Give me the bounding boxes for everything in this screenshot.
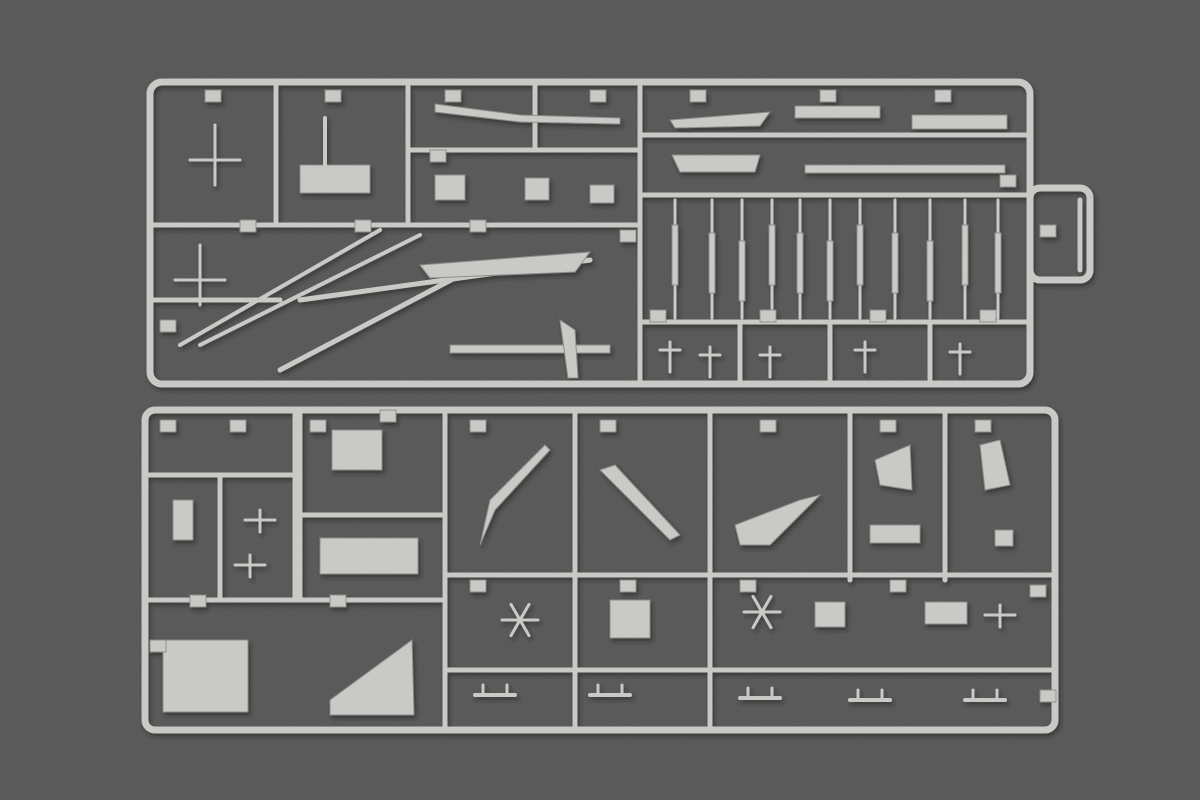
model-part [869, 524, 921, 544]
sprue-tab [444, 89, 462, 103]
sprue-tab [159, 419, 177, 433]
model-part [434, 174, 466, 201]
sprue-tab [149, 639, 167, 653]
ramp-part [329, 639, 415, 716]
sprue-tab [229, 419, 247, 433]
sprue-tab [329, 594, 347, 608]
hull-part [669, 111, 772, 129]
sprue-tab [619, 229, 637, 243]
sprue-tab [324, 89, 342, 103]
sprue-tab [159, 319, 177, 333]
gear-part [609, 599, 651, 639]
rod-part [768, 224, 776, 286]
rod-part [961, 224, 969, 286]
sprue-runner [509, 602, 522, 622]
rod-part [994, 232, 1002, 294]
model-part [911, 114, 1008, 130]
sprue-tab [1039, 224, 1057, 238]
sprue-tab [589, 89, 607, 103]
sprue-tab [979, 309, 997, 323]
rod-part [826, 240, 834, 302]
sprue-tab [354, 219, 372, 233]
sprue-runner [198, 233, 422, 347]
sprue-tab [649, 309, 667, 323]
hull-part [319, 537, 419, 575]
strut-part [559, 318, 579, 379]
sprue-tab [239, 219, 257, 233]
sprue-tab [1029, 584, 1047, 598]
sprue-runner [178, 228, 382, 347]
model-part [449, 344, 611, 354]
sprue-tab [599, 419, 617, 433]
sprue-frame [141, 406, 1059, 734]
sprue-tab [469, 419, 487, 433]
rod-part [738, 240, 746, 302]
sprue-tab [889, 579, 907, 593]
sprue-tab [879, 419, 897, 433]
sprue-tab [619, 579, 637, 593]
sprue-tab [869, 309, 887, 323]
sprue-tab [689, 89, 707, 103]
sprue-tab [469, 219, 487, 233]
mast-part [434, 103, 621, 125]
model-part [994, 529, 1014, 547]
sprue-runner [518, 602, 531, 622]
model-part [924, 601, 968, 625]
lower-sprue [141, 406, 1059, 734]
turret-part [299, 164, 371, 194]
model-part [172, 499, 194, 541]
turret-part [331, 429, 383, 471]
sprue-tab [379, 409, 397, 423]
fin-part [734, 494, 822, 546]
strut-part [599, 464, 681, 541]
sprue-tab [189, 594, 207, 608]
sprue-tab [759, 419, 777, 433]
sprue-tab [759, 309, 777, 323]
sprue-tab [469, 579, 487, 593]
model-part [589, 184, 615, 204]
sprue-tab [309, 419, 327, 433]
block-part [162, 639, 249, 713]
sprue-tab [934, 89, 952, 103]
deck-part [419, 251, 592, 279]
sprue-runner [751, 610, 764, 630]
model-part [804, 164, 1006, 174]
sprue-tab [429, 149, 447, 163]
sprue-runner [751, 594, 764, 614]
sprue-runner [760, 610, 773, 630]
hull-part [671, 154, 761, 173]
sprue-tab [739, 579, 757, 593]
strut-part [479, 444, 551, 546]
sprue-tab [999, 174, 1017, 188]
rod-part [671, 224, 679, 286]
rod-part [856, 224, 864, 286]
model-part [814, 601, 846, 628]
rod-part [926, 240, 934, 302]
sprue-tab [1039, 689, 1057, 703]
sprue-tab [204, 89, 222, 103]
rod-part [796, 232, 804, 294]
shield-part [979, 439, 1011, 491]
sprue-runner [277, 267, 473, 373]
sprue-runner [760, 594, 773, 614]
model-part [524, 177, 550, 201]
shield-part [874, 444, 913, 491]
rod-part [708, 232, 716, 294]
sprue-tab [974, 419, 992, 433]
sprue-runner [509, 618, 522, 638]
sprue-frame [1026, 184, 1094, 284]
sprue-runner [518, 618, 531, 638]
upper-sprue [146, 78, 1094, 388]
sprue-tab [819, 89, 837, 103]
model-part [794, 105, 881, 119]
rod-part [891, 232, 899, 294]
